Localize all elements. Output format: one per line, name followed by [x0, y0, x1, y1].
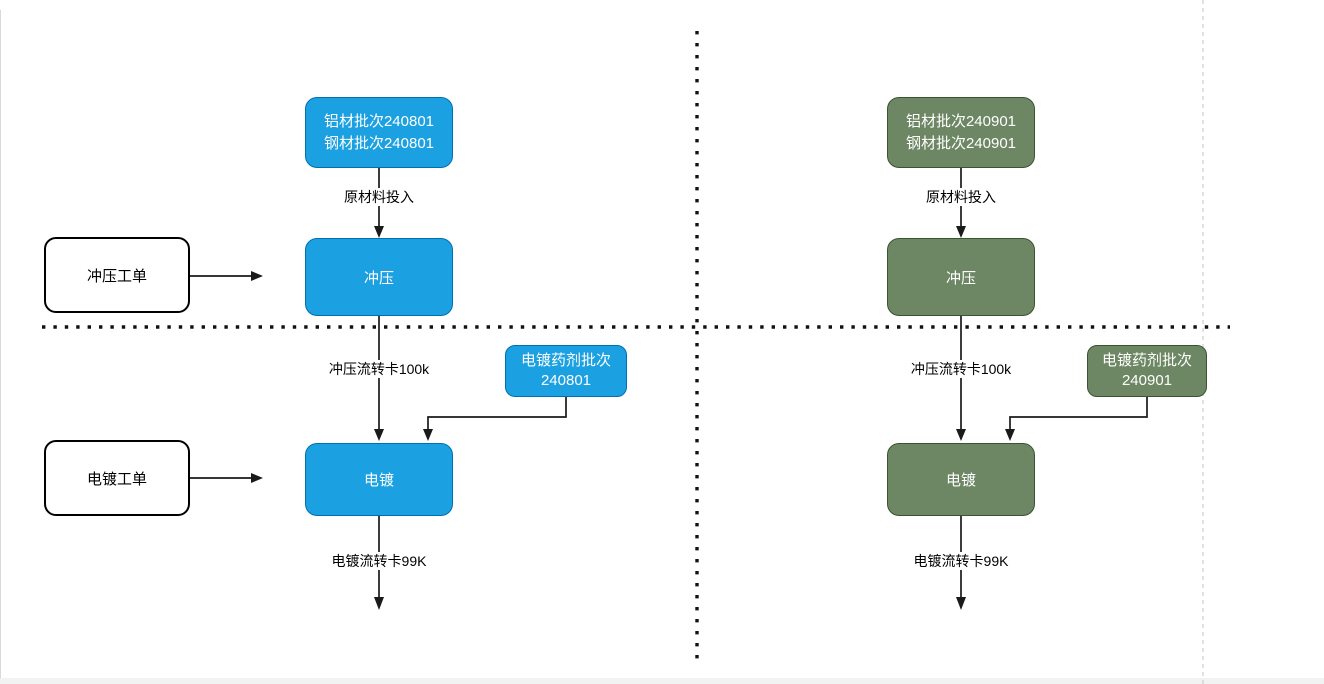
- stamping-order-box[interactable]: 冲压工单: [44, 237, 190, 313]
- plating-card-label-left[interactable]: 电镀流转卡99K: [329, 552, 429, 570]
- chemical-batch-line2: 240801: [540, 372, 592, 389]
- arrowhead-right-plating-chemical: [1005, 429, 1015, 441]
- arrowhead-right-output: [956, 597, 966, 610]
- arrowhead-left-plating-main: [374, 429, 384, 441]
- stamping-order-label: 冲压工单: [86, 267, 147, 285]
- canvas-bottom-strip: [0, 678, 1324, 684]
- stamping-card-label-right[interactable]: 冲压流转卡100k: [908, 360, 1014, 378]
- arrowheads: [251, 226, 1015, 610]
- raw-input-label-right[interactable]: 原材料投入: [924, 188, 998, 206]
- plating-label-left: 电镀: [363, 472, 394, 489]
- arrowhead-left-output: [374, 597, 384, 610]
- arrowhead-left-plating-chemical: [423, 429, 433, 441]
- stamping-node-right[interactable]: 冲压: [887, 238, 1035, 316]
- material-batch-line1: 铝材批次240801: [323, 112, 435, 130]
- material-batch-line2: 钢材批次240801: [323, 134, 435, 152]
- stamping-node-left[interactable]: 冲压: [305, 238, 453, 316]
- chemical-batch-box-right[interactable]: 电镀药剂批次 240901: [1087, 345, 1207, 397]
- arrowhead-right-plating-main: [956, 429, 966, 441]
- plating-card-label-right[interactable]: 电镀流转卡99K: [911, 552, 1011, 570]
- stamping-label-right: 冲压: [945, 269, 976, 287]
- chemical-batch-line2: 240901: [1121, 372, 1173, 389]
- chemical-batch-line1: 电镀药剂批次: [520, 352, 611, 369]
- chemical-batch-box-left[interactable]: 电镀药剂批次 240801: [505, 345, 627, 397]
- material-batch-box-right[interactable]: 铝材批次240901 钢材批次240901: [887, 97, 1035, 168]
- material-batch-box-left[interactable]: 铝材批次240801 钢材批次240801: [305, 97, 453, 168]
- arrowhead-right-stamping: [956, 226, 966, 238]
- plating-node-left[interactable]: 电镀: [305, 443, 453, 516]
- connectors: [190, 168, 1148, 598]
- material-batch-line2: 钢材批次240901: [905, 134, 1017, 152]
- plating-order-label: 电镀工单: [86, 470, 147, 488]
- canvas-left-edge: [0, 10, 1, 678]
- stamping-card-label-left[interactable]: 冲压流转卡100k: [326, 360, 432, 378]
- plating-order-box[interactable]: 电镀工单: [44, 440, 190, 516]
- stamping-label-left: 冲压: [363, 269, 394, 287]
- plating-label-right: 电镀: [945, 472, 976, 489]
- connector-left-chemical-to-plating: [427, 397, 567, 430]
- material-batch-line1: 铝材批次240901: [905, 112, 1017, 130]
- chemical-batch-line1: 电镀药剂批次: [1101, 352, 1192, 369]
- arrowhead-left-stamping: [374, 226, 384, 238]
- arrowhead-left-stamping-order: [251, 271, 263, 281]
- arrowhead-left-plating-order: [251, 473, 263, 483]
- connector-right-chemical-to-plating: [1009, 397, 1148, 430]
- plating-node-right[interactable]: 电镀: [887, 443, 1035, 516]
- raw-input-label-left[interactable]: 原材料投入: [342, 188, 416, 206]
